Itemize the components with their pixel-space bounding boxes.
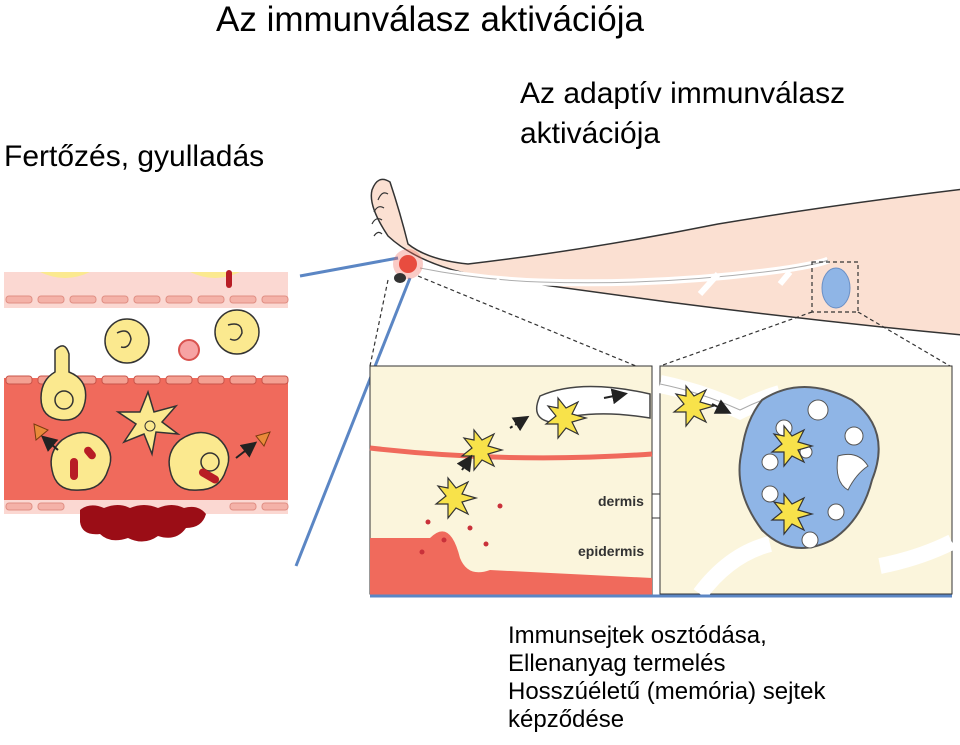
migrating-dendritic-cell-1 <box>434 476 479 520</box>
left-heading: Fertőzés, gyulladás <box>4 140 265 173</box>
blood-clot <box>80 505 206 542</box>
leg-illustration <box>370 178 960 336</box>
skin-panel: dermis epidermis <box>369 365 677 596</box>
outcome-line-2: Ellenanyag termelés <box>508 650 726 677</box>
outcome-line-4: képződése <box>508 706 625 733</box>
macrophage-left <box>50 431 112 491</box>
lymph-node-detail <box>738 386 880 549</box>
outcome-line-3: Hosszúéletű (memória) sejtek <box>508 678 826 705</box>
inflammation-panel <box>4 270 289 578</box>
pointer-line-top <box>299 256 399 278</box>
migrating-dendritic-cell-3 <box>544 396 589 440</box>
lymph-node-panel <box>658 365 956 599</box>
outcomes-list: Immunsejtek osztódása, Ellenanyag termel… <box>508 622 825 734</box>
epidermis-label: epidermis <box>578 543 644 559</box>
pointer-line-bottom <box>294 277 412 567</box>
red-blood-cell <box>178 339 200 361</box>
lymph-node-icon <box>821 267 851 309</box>
epidermis-layer <box>370 531 652 596</box>
migrating-dendritic-cell-2 <box>460 428 505 472</box>
neutrophil-cells <box>104 309 260 364</box>
macrophage-right <box>168 431 230 491</box>
page-title: Az immunválasz aktivációja <box>216 0 644 39</box>
infection-site-icon <box>399 255 417 273</box>
right-heading: Az adaptív immunválasz aktivációja <box>520 77 846 150</box>
dermis-label: dermis <box>598 493 644 509</box>
outcome-line-1: Immunsejtek osztódása, <box>508 622 767 649</box>
